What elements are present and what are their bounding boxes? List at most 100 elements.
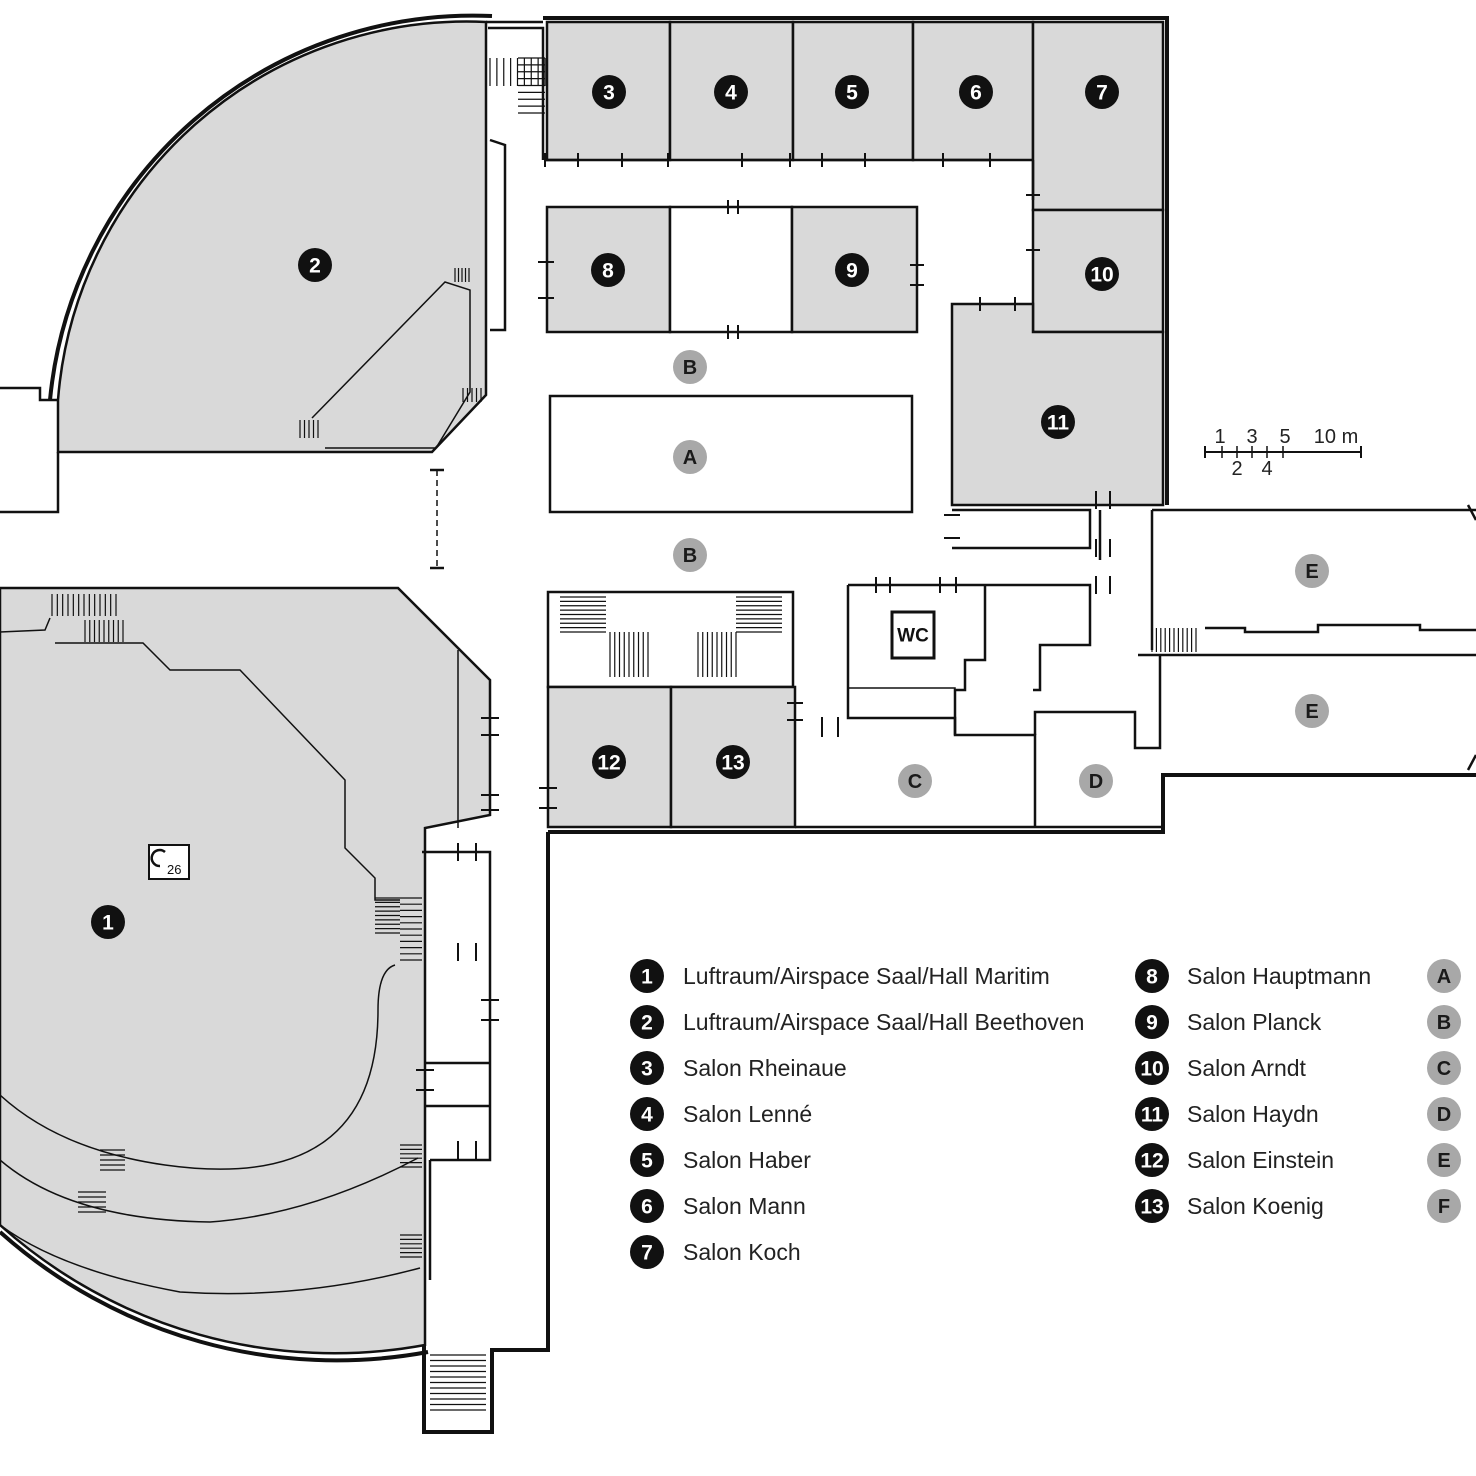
room-badge-8: 8: [591, 253, 625, 287]
wc-label: WC: [897, 626, 929, 647]
room-badge-11: 11: [1041, 405, 1075, 439]
legend-letter-f: F: [1427, 1189, 1461, 1223]
scale-label-10m: 10 m: [1314, 426, 1358, 448]
area-badge-d: D: [1079, 764, 1113, 798]
svg-text:Salon Lenné: Salon Lenné: [683, 1101, 812, 1127]
room-badge-4: 4: [714, 75, 748, 109]
room-badge-3: 3: [592, 75, 626, 109]
svg-text:12: 12: [597, 752, 620, 775]
svg-text:E: E: [1305, 701, 1318, 723]
svg-text:B: B: [1437, 1012, 1451, 1034]
legend-item-9: 9 Salon Planck: [1135, 1005, 1322, 1039]
legend-letter-e: E: [1427, 1143, 1461, 1177]
area-badge-c: C: [898, 764, 932, 798]
elevator: 26: [148, 844, 190, 880]
room-badge-1: 1: [91, 905, 125, 939]
room-badge-10: 10: [1085, 257, 1119, 291]
area-badge-a: A: [673, 440, 707, 474]
room-badge-13: 13: [716, 745, 750, 779]
svg-text:13: 13: [1140, 1196, 1163, 1219]
outer-walls: [422, 20, 550, 1434]
legend-item-7: 7 Salon Koch: [630, 1235, 801, 1269]
svg-text:Salon Koch: Salon Koch: [683, 1239, 801, 1265]
legend-letter-d: D: [1427, 1097, 1461, 1131]
legend-item-13: 13 Salon Koenig: [1135, 1189, 1324, 1223]
legend-item-12: 12 Salon Einstein: [1135, 1143, 1334, 1177]
area-badge-b-top: B: [673, 350, 707, 384]
room-badge-12: 12: [592, 745, 626, 779]
svg-text:Salon Mann: Salon Mann: [683, 1193, 806, 1219]
svg-text:1: 1: [102, 912, 114, 935]
scale-label-4: 4: [1261, 458, 1272, 480]
scale-bar: 1 3 5 10 m 2 4: [1204, 426, 1362, 480]
svg-text:12: 12: [1140, 1150, 1163, 1173]
hall-2-area: [0, 13, 493, 514]
room-badge-6: 6: [959, 75, 993, 109]
wc-box: [890, 610, 936, 660]
svg-text:Salon Rheinaue: Salon Rheinaue: [683, 1055, 847, 1081]
svg-text:6: 6: [970, 82, 982, 105]
door-markers: [416, 153, 1476, 1159]
svg-text:5: 5: [846, 82, 858, 105]
svg-text:Salon Planck: Salon Planck: [1187, 1009, 1322, 1035]
svg-text:E: E: [1437, 1150, 1450, 1172]
svg-text:4: 4: [641, 1104, 653, 1127]
svg-text:4: 4: [725, 82, 737, 105]
room-badge-9: 9: [835, 253, 869, 287]
svg-text:10: 10: [1140, 1058, 1163, 1081]
stair-hatching: [51, 57, 1197, 1411]
room-badge-5: 5: [835, 75, 869, 109]
svg-text:Salon Einstein: Salon Einstein: [1187, 1147, 1334, 1173]
svg-text:Luftraum/Airspace Saal/Hall Be: Luftraum/Airspace Saal/Hall Beethoven: [683, 1009, 1084, 1035]
svg-text:3: 3: [641, 1058, 653, 1081]
svg-text:8: 8: [1146, 966, 1158, 989]
svg-text:Salon Arndt: Salon Arndt: [1187, 1055, 1307, 1081]
legend-item-8: 8 Salon Hauptmann: [1135, 959, 1371, 993]
salon-11-area: [950, 302, 1165, 507]
svg-text:F: F: [1438, 1196, 1450, 1218]
svg-text:Salon Hauptmann: Salon Hauptmann: [1187, 963, 1371, 989]
svg-text:9: 9: [1146, 1012, 1158, 1035]
service-area: [548, 508, 1476, 834]
svg-text:D: D: [1089, 771, 1103, 793]
legend-item-6: 6 Salon Mann: [630, 1189, 806, 1223]
svg-text:5: 5: [641, 1150, 653, 1173]
scale-label-2: 2: [1231, 458, 1242, 480]
svg-text:Salon Koenig: Salon Koenig: [1187, 1193, 1324, 1219]
door-tick: [1466, 504, 1476, 521]
hall-1-area: [0, 586, 492, 1363]
svg-text:11: 11: [1141, 1104, 1164, 1127]
svg-text:C: C: [908, 771, 922, 793]
area-badge-e-top: E: [1295, 554, 1329, 588]
elevator-number: 26: [167, 862, 181, 877]
svg-text:2: 2: [641, 1012, 653, 1035]
svg-text:7: 7: [641, 1242, 653, 1265]
svg-text:D: D: [1437, 1104, 1451, 1126]
svg-text:10: 10: [1090, 264, 1113, 287]
area-badge-b-bottom: B: [673, 538, 707, 572]
legend-item-10: 10 Salon Arndt: [1135, 1051, 1307, 1085]
svg-text:Luftraum/Airspace Saal/Hall Ma: Luftraum/Airspace Saal/Hall Maritim: [683, 963, 1050, 989]
svg-text:A: A: [1437, 966, 1451, 988]
legend-letter-a: A: [1427, 959, 1461, 993]
room-badge-2: 2: [298, 248, 332, 282]
svg-text:6: 6: [641, 1196, 653, 1219]
svg-text:8: 8: [602, 260, 614, 283]
scale-label-3: 3: [1246, 426, 1257, 448]
legend-item-3: 3 Salon Rheinaue: [630, 1051, 847, 1085]
scale-label-5: 5: [1279, 426, 1290, 448]
svg-text:11: 11: [1047, 412, 1070, 435]
svg-text:7: 7: [1096, 82, 1108, 105]
svg-text:13: 13: [721, 752, 744, 775]
legend-letter-c: C: [1427, 1051, 1461, 1085]
svg-text:A: A: [683, 447, 697, 469]
svg-text:B: B: [683, 357, 697, 379]
svg-text:2: 2: [309, 255, 321, 278]
elevator-icon: [150, 848, 166, 868]
svg-text:3: 3: [603, 82, 615, 105]
